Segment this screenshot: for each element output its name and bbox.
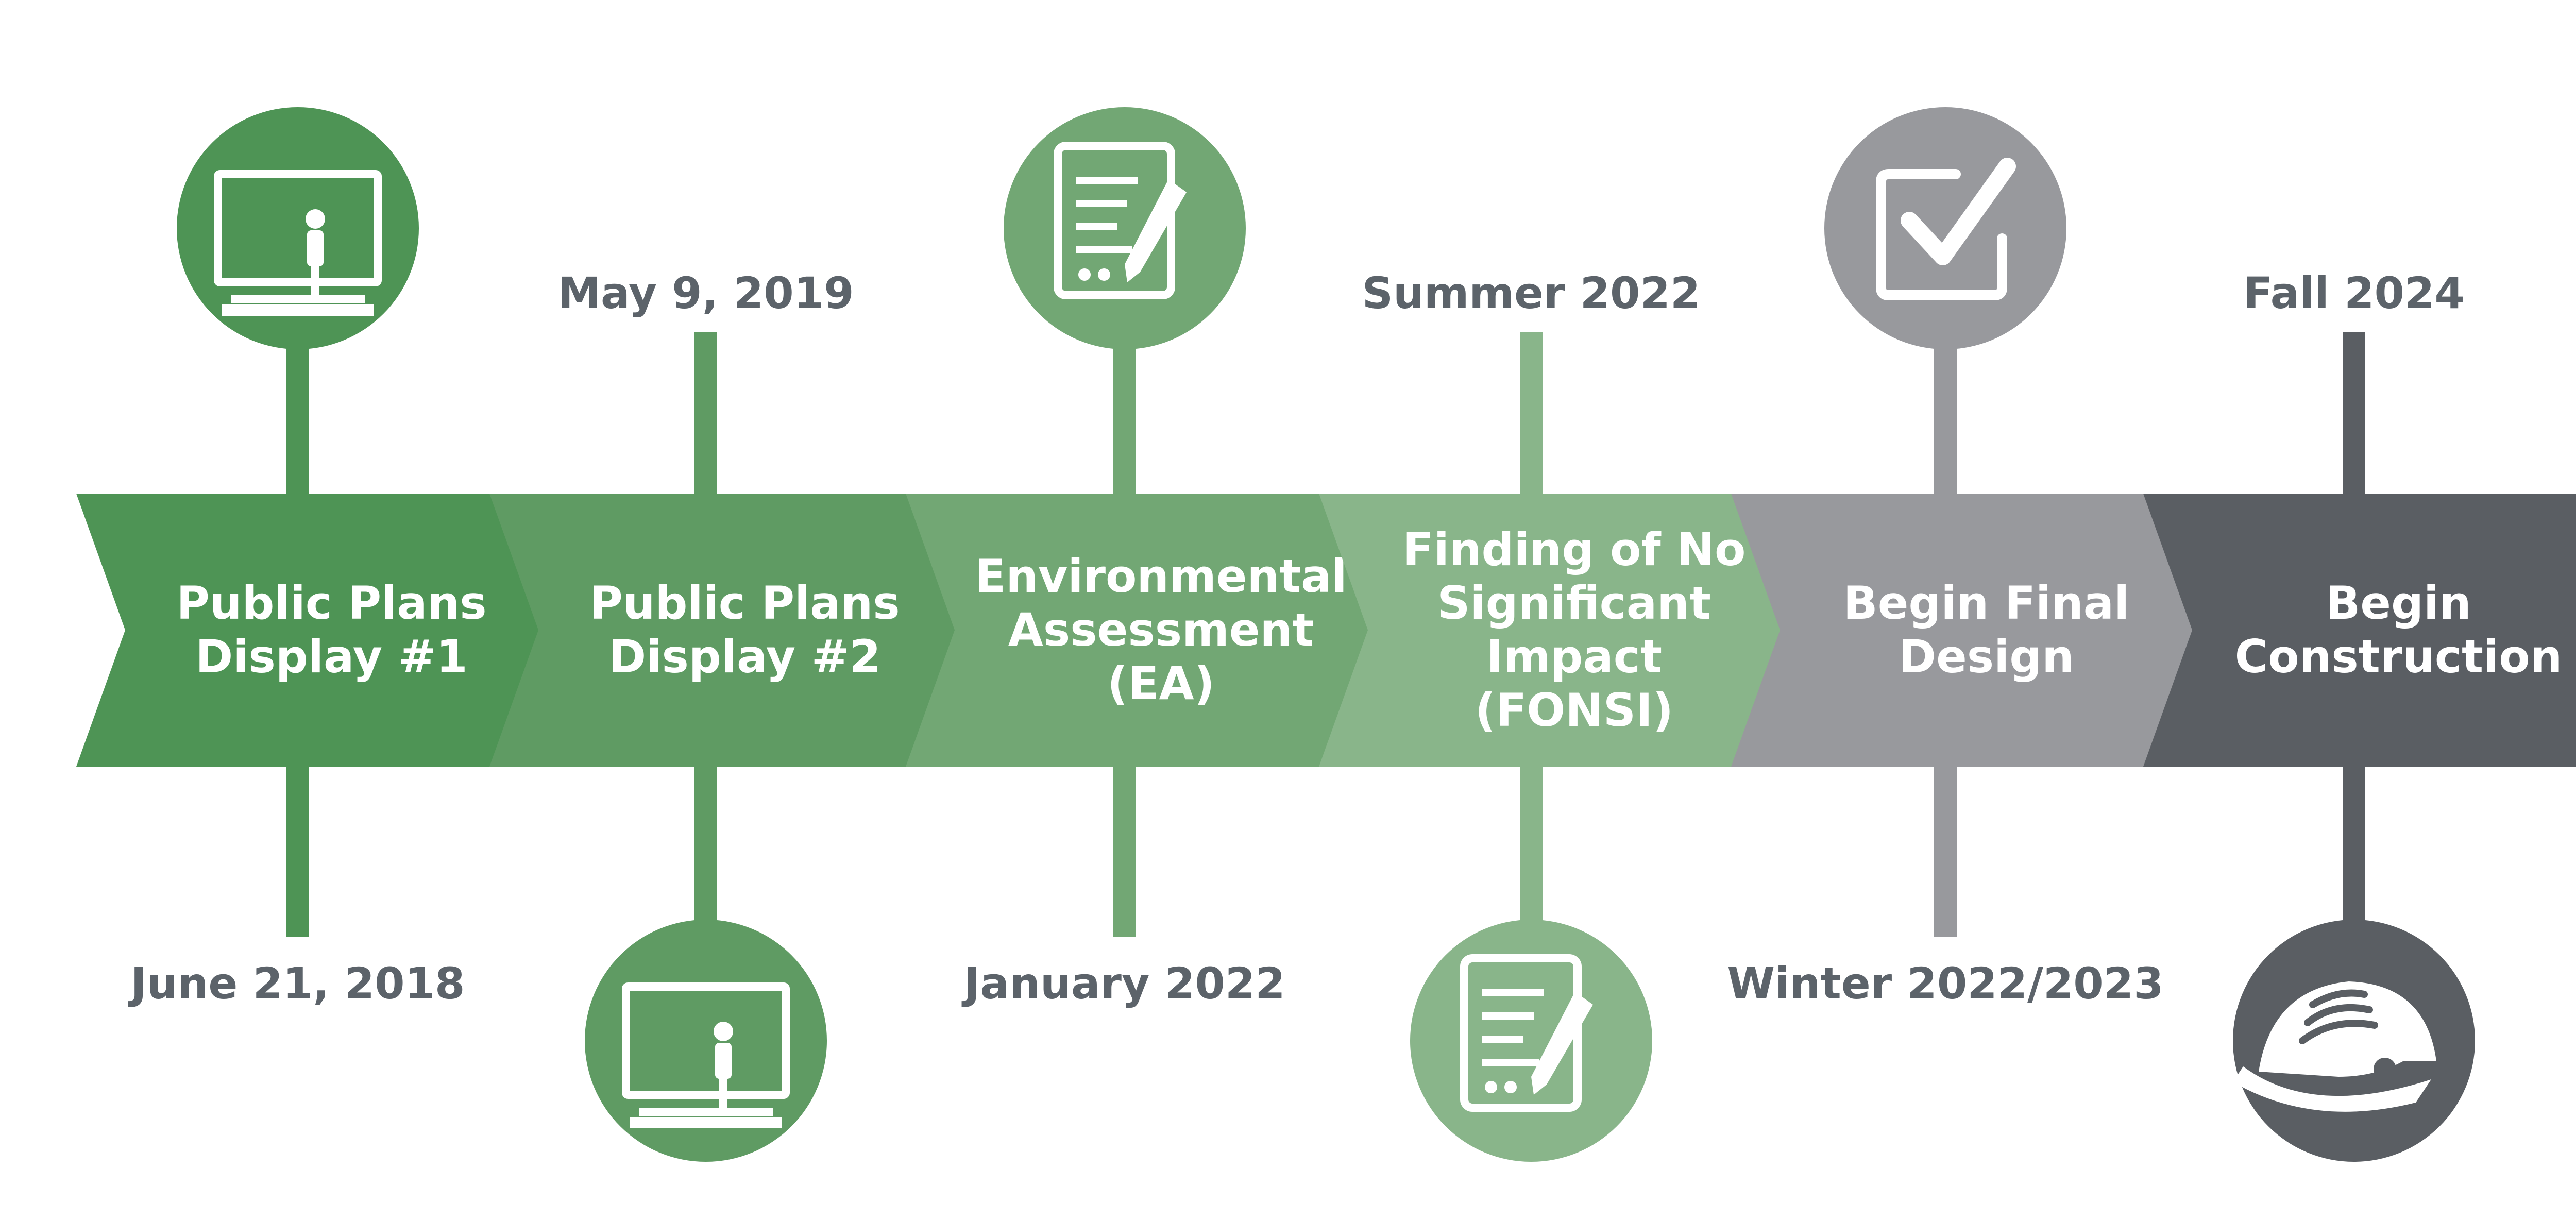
document-edit-icon xyxy=(1410,920,1652,1162)
step-label-line: Begin xyxy=(2326,577,2471,630)
step-date: June 21, 2018 xyxy=(128,958,465,1009)
date-connector xyxy=(1520,332,1543,495)
step-label-line: Public Plans xyxy=(176,577,486,630)
step-label-line: Design xyxy=(1899,630,2074,683)
checkbox-icon xyxy=(1824,107,2066,349)
date-connector xyxy=(286,766,309,937)
step-chevron xyxy=(76,494,558,767)
step-label-line: Assessment xyxy=(1008,603,1314,656)
icon-connector xyxy=(2343,766,2365,924)
step-label-line: Public Plans xyxy=(589,577,900,630)
date-connector xyxy=(2343,332,2365,495)
icon-circle xyxy=(1004,107,1246,349)
date-connector xyxy=(1934,766,1957,937)
step-label-line: Environmental xyxy=(975,550,1347,603)
step-date: Fall 2024 xyxy=(2243,268,2465,318)
step-label-line: (EA) xyxy=(1107,657,1215,710)
step-chevron xyxy=(489,494,971,767)
presentation-board-icon xyxy=(585,920,827,1162)
icon-circle xyxy=(585,920,827,1162)
icon-connector xyxy=(1934,344,1957,495)
icon-connector xyxy=(1520,766,1543,924)
date-connector xyxy=(694,332,717,495)
icon-connector xyxy=(1113,344,1136,495)
icon-circle xyxy=(1410,920,1652,1162)
icon-connector xyxy=(694,766,717,924)
step-label-line: Impact xyxy=(1486,630,1662,683)
icon-circle xyxy=(177,107,419,349)
step-label-line: Begin Final xyxy=(1843,577,2130,630)
step-date: Summer 2022 xyxy=(1362,268,1701,318)
step-label-line: Display #1 xyxy=(195,630,467,683)
presentation-board-icon xyxy=(177,107,419,349)
step-label-line: Construction xyxy=(2235,630,2563,683)
step-label-line: Finding of No xyxy=(1403,523,1746,576)
step-date: January 2022 xyxy=(961,958,1285,1009)
step-chevron xyxy=(2143,494,2576,767)
document-edit-icon xyxy=(1004,107,1246,349)
icon-connector xyxy=(286,344,309,495)
hard-hat-icon xyxy=(2233,920,2475,1162)
icon-circle xyxy=(1824,107,2066,349)
step-label-line: (FONSI) xyxy=(1475,684,1673,737)
date-connector xyxy=(1113,766,1136,937)
step-chevron xyxy=(906,494,1387,767)
step-date: May 9, 2019 xyxy=(557,268,854,318)
step-chevron xyxy=(1319,494,1801,767)
step-label-line: Significant xyxy=(1437,577,1711,630)
step-label-line: Display #2 xyxy=(608,630,880,683)
step-chevron xyxy=(1731,494,2213,767)
step-date: Winter 2022/2023 xyxy=(1727,958,2163,1009)
